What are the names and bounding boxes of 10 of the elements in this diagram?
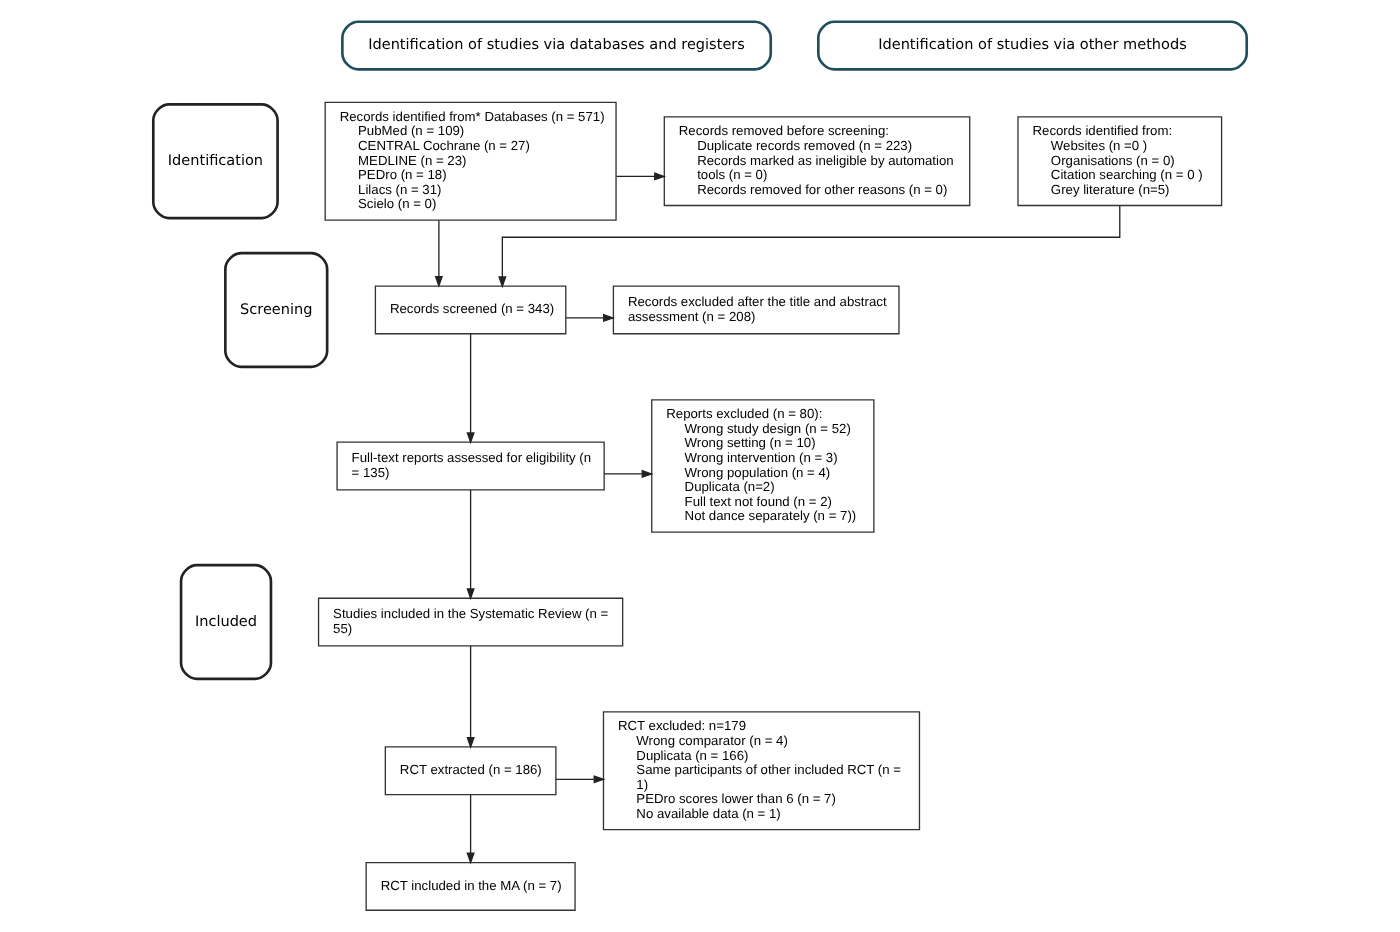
arrow: [615, 172, 667, 181]
arrow: [565, 313, 615, 323]
arrow: [498, 205, 1121, 289]
arrow: [466, 794, 475, 865]
arrow: [603, 469, 654, 479]
arrow: [466, 645, 475, 749]
arrow: [466, 489, 475, 601]
arrow: [466, 333, 475, 445]
arrow: [555, 775, 606, 784]
arrow: [434, 219, 444, 288]
